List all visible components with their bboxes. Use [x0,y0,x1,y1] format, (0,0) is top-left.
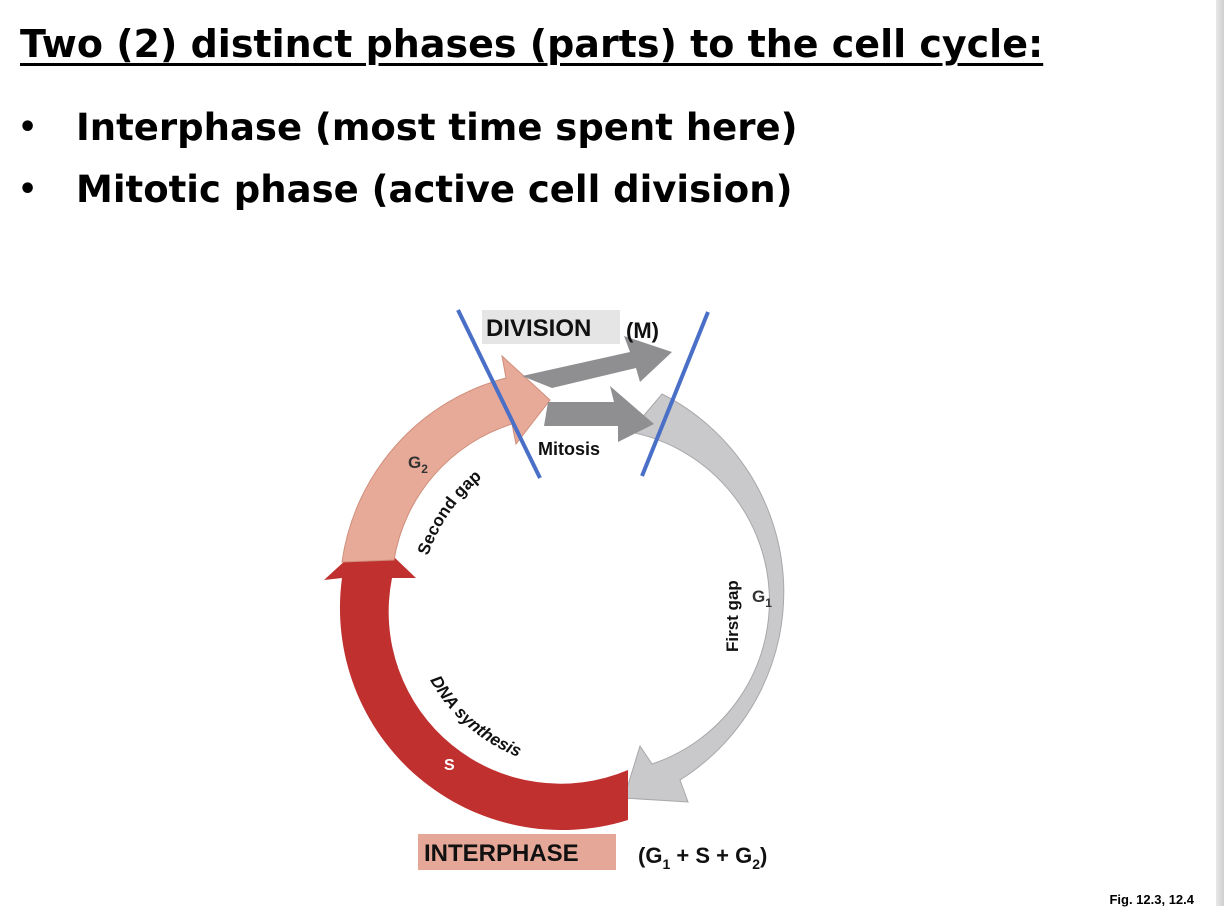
bullet-marker: • [18,171,38,207]
g1-label: G1 [752,587,772,610]
bullet-marker: • [18,109,38,145]
formula-close: ) [760,843,767,868]
division-highlight [482,310,620,344]
bullet-text: Mitotic phase (active cell division) [76,167,793,211]
bullet-interphase: • Interphase (most time spent here) [18,96,798,158]
g2-label: G2 [408,453,428,476]
bullet-text: Interphase (most time spent here) [76,105,798,149]
interphase-highlight [418,834,616,870]
m-phase-arrow-inner [544,386,654,442]
first-gap-label: First gap [723,580,742,652]
figure-reference: Fig. 12.3, 12.4 [1109,892,1194,907]
s-label: S [444,757,455,774]
g1-subscript: 1 [765,596,772,610]
bullet-list: • Interphase (most time spent here) • Mi… [18,96,798,220]
g1-letter: G [752,587,765,606]
m-phase-arrow [522,336,672,388]
formula-sub2: 2 [752,856,760,872]
slide-title: Two (2) distinct phases (parts) to the c… [20,22,1044,66]
m-label: M [562,389,575,406]
interphase-formula: (G1 + S + G2) [638,843,767,872]
formula-sub1: 1 [662,856,670,872]
formula-middle: + S + G [670,843,752,868]
divider-line-left [456,309,542,479]
division-label: DIVISION [486,315,591,342]
slide-edge [1216,0,1224,906]
formula-open: (G [638,843,662,868]
divider-line-right [640,311,710,477]
bullet-mitotic: • Mitotic phase (active cell division) [18,158,798,220]
g2-letter: G [408,453,421,472]
g2-subscript: 2 [421,462,428,476]
g2-phase-arrow [341,354,551,563]
mitosis-label: Mitosis [538,439,600,459]
g1-phase-arrow [623,393,785,803]
s-phase-arrow [324,536,628,831]
division-suffix: (M) [626,318,659,343]
interphase-label: INTERPHASE [424,840,579,867]
